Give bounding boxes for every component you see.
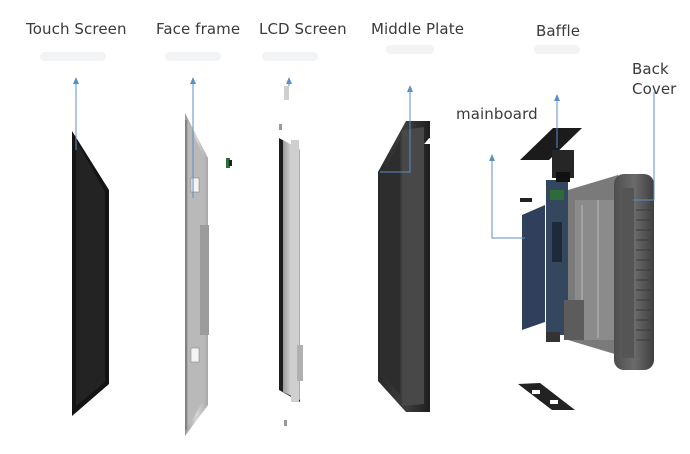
- callout-middle-plate: [380, 88, 411, 173]
- lcd-screen-part: [279, 86, 303, 426]
- label-back-cover-line2: Cover: [632, 80, 677, 98]
- label-back-cover-line1: Back: [632, 60, 669, 78]
- bottom-bracket-part: [518, 383, 575, 410]
- arrowhead-lcd-screen: [286, 77, 292, 84]
- face-frame-part: [185, 113, 232, 436]
- label-baffle: Baffle: [536, 22, 581, 40]
- back-cover-part: [564, 174, 654, 370]
- arrowhead-baffle: [554, 94, 560, 101]
- label-touch-screen: Touch Screen: [26, 20, 127, 38]
- callout-lines: [75, 80, 655, 239]
- arrowhead-face-frame: [190, 77, 196, 84]
- touch-screen-part: [72, 131, 109, 416]
- label-face-frame: Face frame: [156, 20, 241, 38]
- label-lcd-screen: LCD Screen: [259, 20, 347, 38]
- ghost-caption-5: [534, 45, 580, 54]
- arrowhead-touch-screen: [73, 77, 79, 84]
- callout-mainboard: [491, 157, 525, 239]
- label-middle-plate: Middle Plate: [371, 20, 465, 38]
- callout-arrowheads: [73, 77, 560, 161]
- baffle-part: [424, 128, 582, 160]
- ghost-caption-2: [165, 52, 221, 61]
- arrowhead-mainboard: [489, 154, 495, 161]
- ghost-caption-3: [262, 52, 318, 61]
- ghost-caption-1: [40, 52, 106, 61]
- middle-plate-part: [378, 121, 430, 412]
- arrowhead-middle-plate: [407, 85, 413, 92]
- ghost-caption-4: [386, 45, 434, 54]
- callout-back-cover: [633, 92, 655, 201]
- label-mainboard: mainboard: [456, 105, 538, 123]
- mainboard-part: [520, 150, 574, 342]
